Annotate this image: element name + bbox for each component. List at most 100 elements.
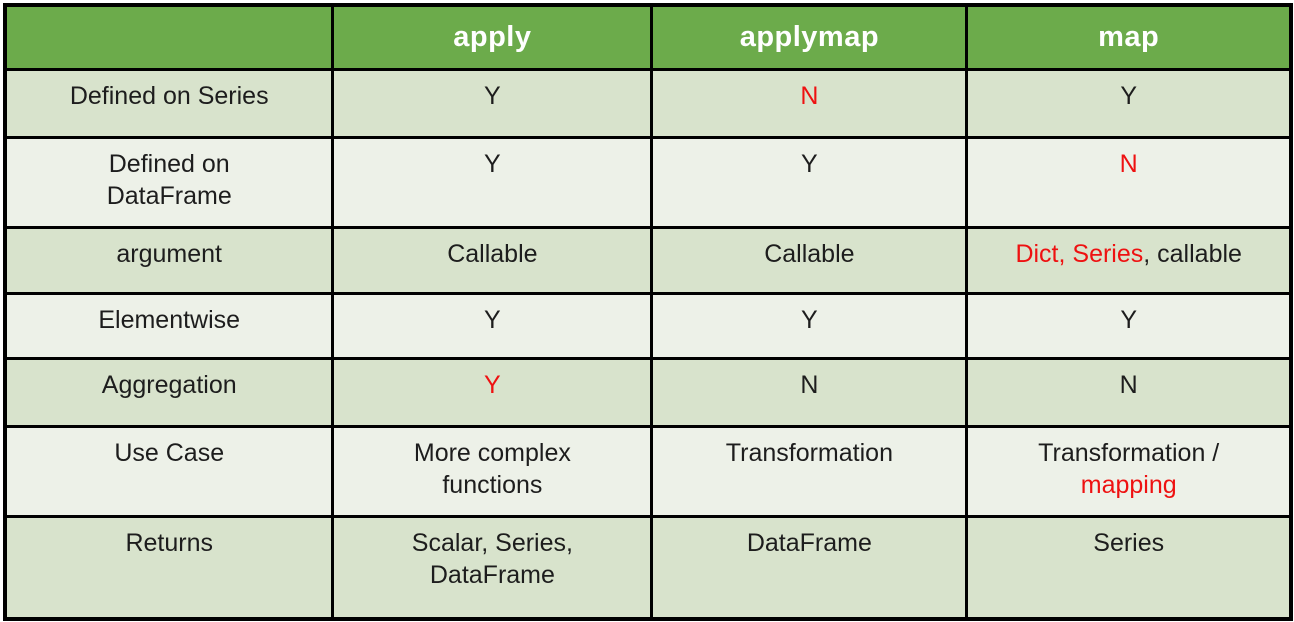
cell-line: Y [335, 304, 649, 336]
cell-text: N [800, 370, 819, 399]
row-label: Aggregation [3, 356, 335, 428]
table-cell: Scalar, Series, DataFrame [331, 514, 654, 621]
cell-line: Transformation / [969, 437, 1288, 469]
cell-text: Callable [447, 239, 538, 268]
cell-text: Series [1093, 528, 1165, 557]
cell-line: Returns [8, 527, 330, 559]
cell-line: mapping [969, 469, 1288, 501]
table-row: Defined on DataFrame Y Y N [3, 135, 1293, 229]
cell-text: Returns [125, 528, 213, 557]
table-cell: N [965, 135, 1293, 229]
cell-text: Y [484, 305, 501, 334]
cell-text-red: mapping [1080, 470, 1177, 499]
cell-line: DataFrame [8, 180, 330, 212]
cell-text: argument [116, 239, 223, 268]
cell-line: Transformation [654, 437, 964, 469]
row-label: Returns [3, 514, 335, 621]
cell-line: functions [335, 469, 649, 501]
cell-line: Callable [654, 238, 964, 270]
table-cell: Y [331, 356, 654, 428]
table-cell: Series [965, 514, 1293, 621]
table-cell: Transformation [650, 424, 969, 518]
cell-text: , callable [1143, 239, 1242, 268]
cell-line: Y [969, 80, 1288, 112]
cell-text: Y [484, 81, 501, 110]
cell-line: Defined on [8, 148, 330, 180]
row-label: Defined on Series [3, 67, 335, 139]
cell-line: Y [969, 304, 1288, 336]
cell-text: Defined on [108, 149, 230, 178]
cell-line: N [969, 369, 1288, 401]
table-cell: Y [650, 291, 969, 360]
table-cell: Y [331, 67, 654, 139]
cell-text-red: Y [484, 370, 501, 399]
cell-text: Defined on Series [69, 81, 269, 110]
cell-line: DataFrame [654, 527, 964, 559]
cell-text: Transformation / [1038, 438, 1220, 467]
cell-text: DataFrame [429, 560, 555, 589]
cell-text: N [1119, 370, 1138, 399]
cell-text: Y [1120, 81, 1138, 110]
cell-line: N [654, 80, 964, 112]
cell-line: Y [335, 80, 649, 112]
cell-text: Transformation [725, 438, 893, 467]
table-cell: Y [331, 135, 654, 229]
cell-line: Callable [335, 238, 649, 270]
cell-text: Scalar, Series, [411, 528, 573, 557]
cell-text: Elementwise [98, 305, 241, 334]
table-cell: Transformation / mapping [965, 424, 1293, 518]
cell-text-red: N [800, 81, 819, 110]
cell-text: Y [801, 305, 818, 334]
row-label: argument [3, 225, 335, 295]
cell-line: Dict, Series, callable [969, 238, 1288, 270]
cell-line: Y [335, 369, 649, 401]
cell-text: Callable [764, 239, 855, 268]
cell-line: N [969, 148, 1288, 180]
cell-text: functions [442, 470, 543, 499]
cell-line: Elementwise [8, 304, 330, 336]
column-header-applymap: applymap [650, 3, 969, 71]
cell-text: Y [1120, 305, 1138, 334]
cell-text: Aggregation [101, 370, 237, 399]
column-header-apply: apply [331, 3, 654, 71]
cell-line: DataFrame [335, 559, 649, 591]
cell-line: Series [969, 527, 1288, 559]
cell-line: Y [335, 148, 649, 180]
cell-text: Y [801, 149, 818, 178]
column-header-map: map [965, 3, 1293, 71]
cell-text: More complex [413, 438, 571, 467]
table-cell: Callable [331, 225, 654, 295]
cell-line: argument [8, 238, 330, 270]
row-label: Use Case [3, 424, 335, 518]
table-cell: Y [965, 67, 1293, 139]
cell-text-red: N [1119, 149, 1138, 178]
table-cell: More complex functions [331, 424, 654, 518]
table-row: Use Case More complex functions Transformat… [3, 424, 1293, 518]
cell-text: DataFrame [106, 181, 232, 210]
cell-line: Y [654, 148, 964, 180]
table-cell: N [650, 67, 969, 139]
table-row: argument Callable Callable Dict, Series, ca… [3, 225, 1293, 295]
cell-line: Y [654, 304, 964, 336]
cell-text: Y [484, 149, 501, 178]
cell-line: More complex [335, 437, 649, 469]
cell-line: N [654, 369, 964, 401]
cell-line: Use Case [8, 437, 330, 469]
table-cell: Dict, Series, callable [965, 225, 1293, 295]
table-row: Elementwise Y Y Y [3, 291, 1293, 360]
table-cell: Callable [650, 225, 969, 295]
cell-text-red: Dict, Series [1015, 239, 1144, 268]
table-cell: N [965, 356, 1293, 428]
table-row: Aggregation Y N N [3, 356, 1293, 428]
table-cell: Y [965, 291, 1293, 360]
row-label: Elementwise [3, 291, 335, 360]
table-cell: Y [331, 291, 654, 360]
cell-line: Scalar, Series, [335, 527, 649, 559]
column-header-blank [3, 3, 335, 71]
table-cell: DataFrame [650, 514, 969, 621]
cell-line: Defined on Series [8, 80, 330, 112]
